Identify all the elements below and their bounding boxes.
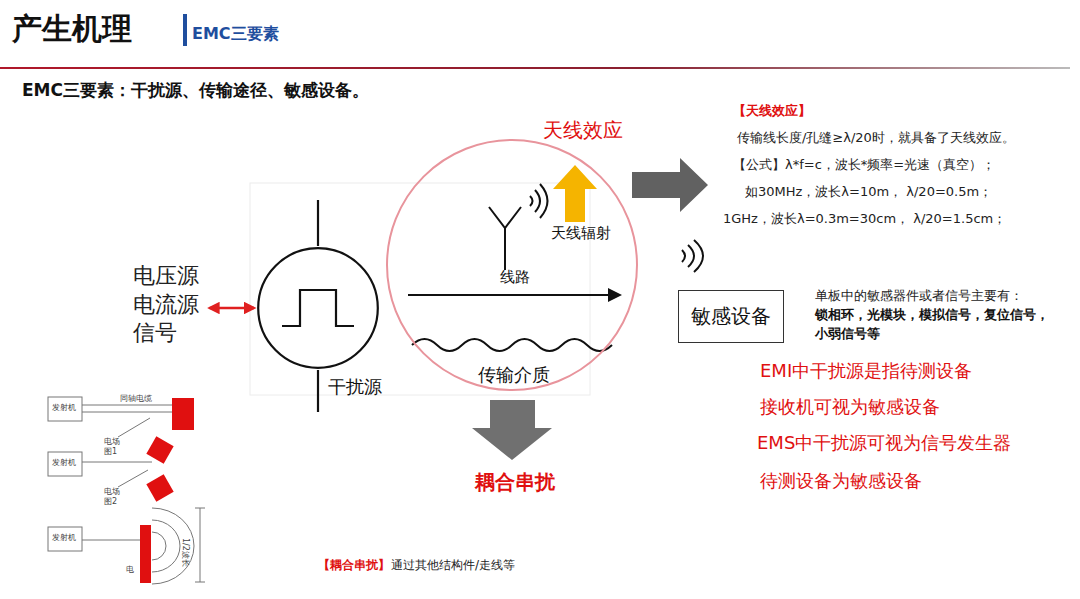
note-line: 如30MHz，波长λ=10m， λ/20=0.5m； — [745, 184, 992, 200]
part-name: 发射机 — [52, 403, 76, 413]
dimension: 1/2波长 — [180, 538, 190, 567]
line-arrow — [408, 288, 622, 302]
note-heading: 【天线效应】 — [733, 103, 811, 119]
radiation-label: 天线辐射 — [551, 224, 611, 243]
double-arrow — [210, 307, 254, 310]
effect-arrow — [632, 158, 708, 212]
source-list: 电压源 电流源 信号 — [133, 262, 206, 348]
part-name: 同轴电缆 — [120, 394, 152, 404]
node-label: 传输介质 — [478, 364, 550, 387]
subtitle-tag: EMC三要素 — [192, 24, 279, 44]
subheading: EMC三要素：干扰源、传输途径、敏感设备。 — [22, 80, 369, 101]
coupling-arrow — [472, 400, 552, 460]
part-name: 电场 — [104, 437, 120, 447]
line-label: 线路 — [500, 268, 530, 287]
figure-number: 图1 — [104, 447, 117, 457]
circle-outline — [256, 246, 380, 370]
title-bar — [183, 14, 187, 46]
source-circle: 干扰源 — [256, 246, 380, 370]
red-note: 待测设备为敏感设备 — [760, 470, 922, 493]
note-line: 通过其他结构件/走线等 — [391, 558, 515, 573]
antenna-symbol — [489, 184, 548, 270]
wireless-icon — [682, 240, 703, 272]
note-line: 传输线长度/孔缝≥λ/20时，就具备了天线效应。 — [737, 130, 1015, 146]
wave — [412, 339, 612, 351]
panel — [250, 183, 590, 395]
coupling-plates — [140, 398, 194, 583]
page-title: 产生机理 — [12, 10, 132, 48]
note-line: 【公式】λ*f=c，波长*频率=光速（真空）； — [733, 157, 995, 173]
part-name: 发射机 — [52, 533, 76, 543]
medium-circle: 天线辐射线路传输介质 — [385, 138, 639, 392]
part-name: 发射机 — [52, 458, 76, 468]
note-line: 单板中的敏感器件或者信号主要有： — [815, 288, 1023, 304]
figure-number: 图2 — [104, 497, 117, 507]
coupling-illustration — [48, 397, 205, 584]
note-line: 1GHz，波长λ=0.3m=30cm， λ/20=1.5cm； — [723, 211, 1006, 227]
node-label: 敏感设备 — [691, 304, 771, 329]
effect-label: 天线效应 — [543, 118, 623, 143]
red-note: EMI中干扰源是指待测设备 — [760, 360, 972, 383]
circle-outline — [385, 138, 639, 392]
device-box: 敏感设备 — [678, 290, 784, 343]
red-note: 接收机可视为敏感设备 — [760, 396, 940, 419]
header-rule — [0, 67, 1070, 69]
part-name: 电场 — [104, 487, 120, 497]
radiation-arrow — [553, 165, 597, 222]
note-line: 锁相环，光模块，模拟信号，复位信号，小弱信号等 — [815, 306, 1050, 344]
note-heading: 【耦合串扰】 — [318, 558, 390, 573]
red-note: EMS中干扰源可视为信号发生器 — [757, 432, 1011, 455]
coupling-label: 耦合串扰 — [475, 470, 555, 495]
node-label: 干扰源 — [328, 376, 382, 399]
part-name: 电 — [126, 565, 134, 575]
source-list-text: 电压源 电流源 信号 — [133, 262, 206, 348]
